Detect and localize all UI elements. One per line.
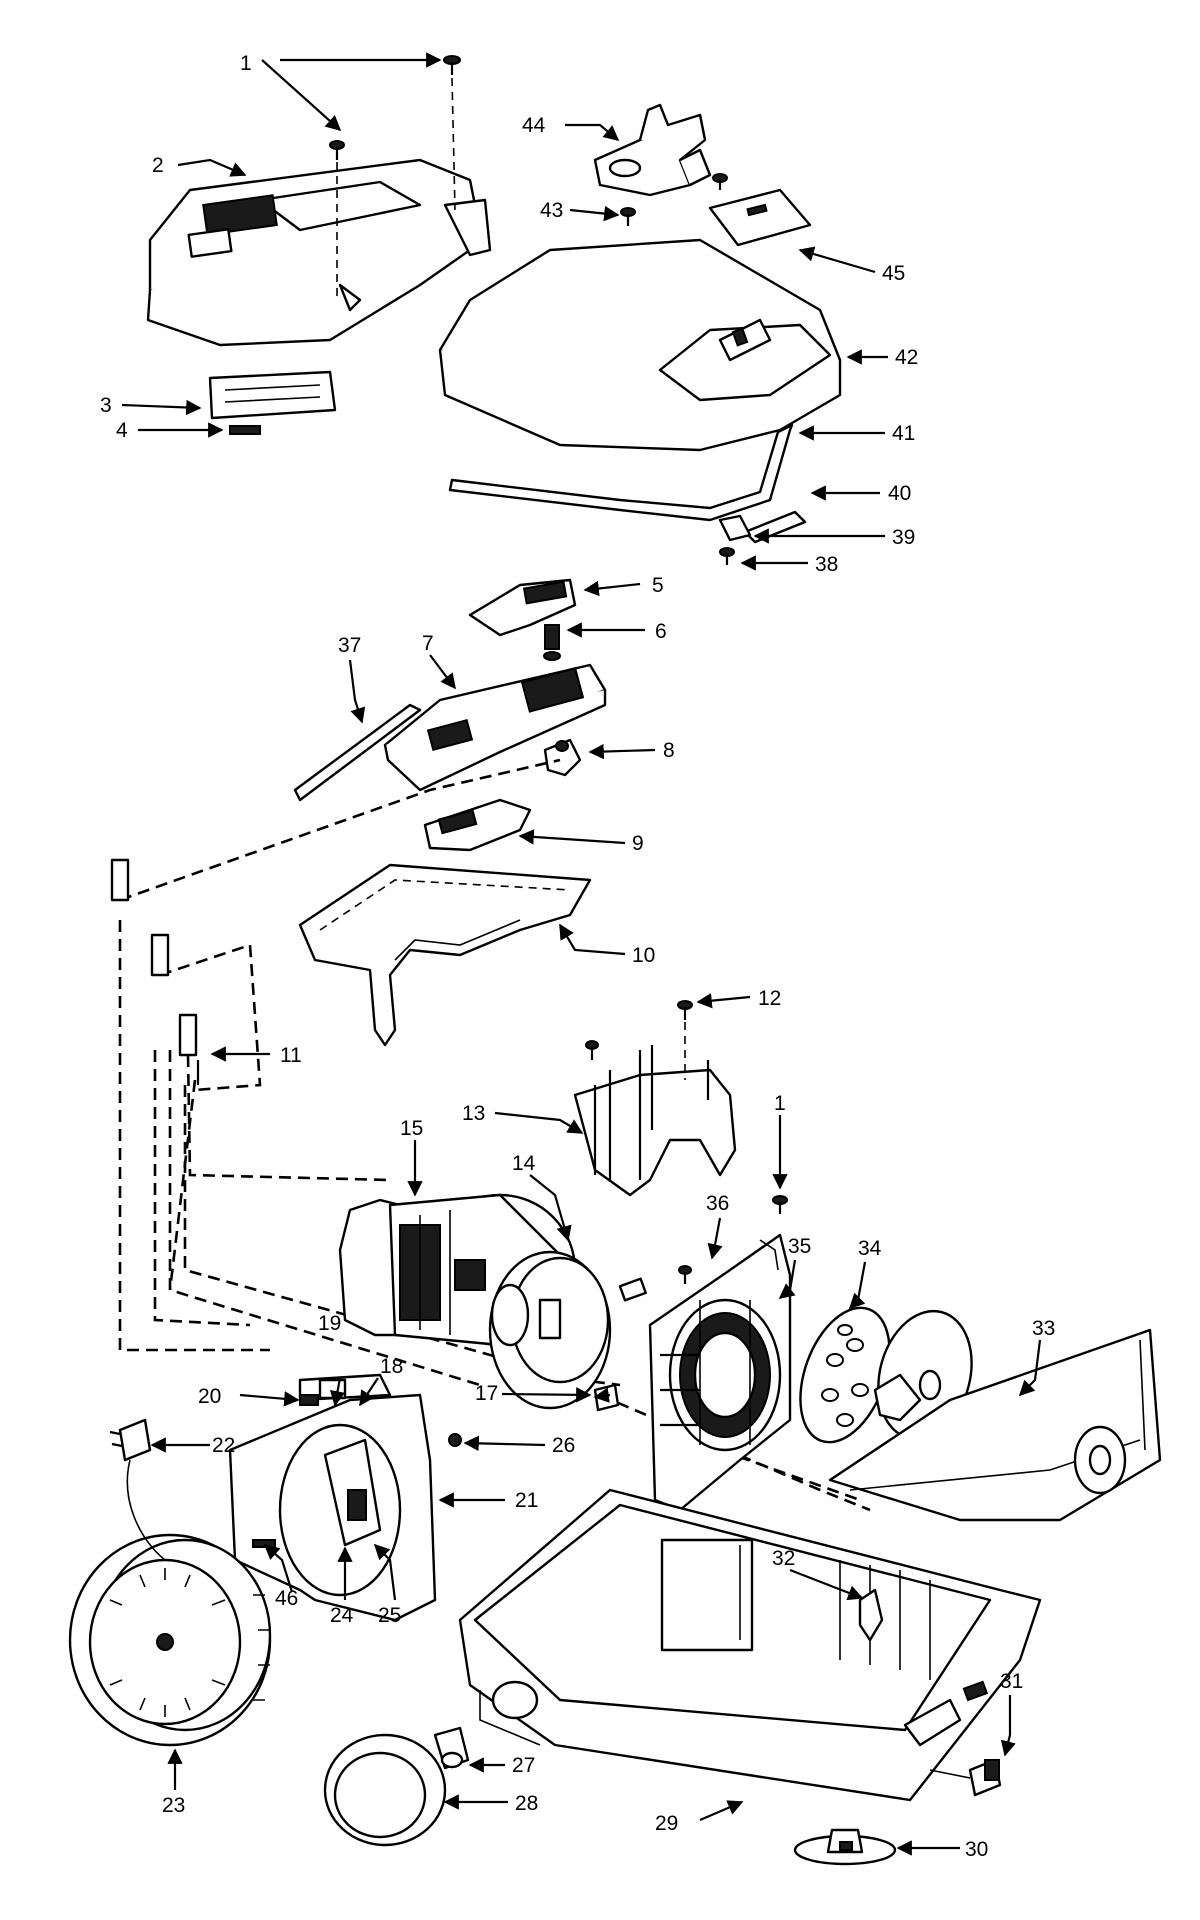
part-41-bumper bbox=[448, 423, 794, 522]
callout-28: 28 bbox=[515, 1792, 538, 1815]
part-7-switch-mount bbox=[383, 663, 607, 792]
part-22-plug bbox=[109, 1418, 166, 1561]
callout-24: 24 bbox=[330, 1604, 354, 1627]
callout-7: 7 bbox=[422, 632, 434, 655]
callout-41: 41 bbox=[892, 422, 915, 445]
part-28-rear-wheel bbox=[323, 1733, 447, 1847]
part-42-main-hood bbox=[438, 238, 842, 452]
part-33-dust-bag bbox=[828, 1328, 1162, 1522]
part-20-terminal bbox=[299, 1394, 319, 1406]
part-30-caster bbox=[793, 1828, 897, 1866]
callout-9: 9 bbox=[632, 832, 644, 855]
part-46-strip bbox=[252, 1539, 276, 1548]
leader-lines-extra bbox=[196, 1060, 788, 1190]
callout-1-lower: 1 bbox=[774, 1092, 786, 1115]
callout-20: 20 bbox=[198, 1385, 221, 1408]
part-5-switch-button bbox=[468, 578, 577, 637]
callout-labels: 1 2 3 4 5 6 7 8 9 10 11 12 13 14 15 17 1… bbox=[100, 52, 1055, 1861]
part-32-latch bbox=[858, 1588, 884, 1642]
callout-12: 12 bbox=[758, 987, 781, 1010]
part-3-switch-plate bbox=[208, 370, 337, 420]
callout-32: 32 bbox=[772, 1547, 795, 1570]
screw-icon bbox=[620, 173, 728, 226]
callout-37: 37 bbox=[338, 634, 361, 657]
callout-44: 44 bbox=[522, 114, 546, 137]
callout-26: 26 bbox=[552, 1434, 575, 1457]
part-34-filter bbox=[799, 1306, 891, 1444]
part-35-fan-shroud bbox=[648, 1233, 792, 1512]
part-10-duct-cover bbox=[298, 863, 592, 1047]
part-19-terminal bbox=[318, 1378, 347, 1400]
part-39-clip bbox=[718, 514, 752, 542]
part-15-motor bbox=[338, 1193, 577, 1347]
callout-42: 42 bbox=[895, 346, 918, 369]
screw-icon bbox=[448, 1433, 462, 1447]
callout-18: 18 bbox=[380, 1355, 403, 1378]
part-6-spring bbox=[543, 624, 561, 661]
callout-2: 2 bbox=[152, 154, 164, 177]
part-9-switch-bracket bbox=[423, 798, 532, 852]
callout-22: 22 bbox=[212, 1434, 235, 1457]
callout-46: 46 bbox=[275, 1587, 298, 1610]
callout-39: 39 bbox=[892, 526, 915, 549]
part-13-motor-support bbox=[573, 1045, 737, 1197]
callout-5: 5 bbox=[652, 574, 664, 597]
callout-25: 25 bbox=[378, 1604, 401, 1627]
callout-21: 21 bbox=[515, 1489, 538, 1512]
callout-13: 13 bbox=[462, 1102, 485, 1125]
wire-connector-icon bbox=[110, 858, 198, 1057]
part-4-clip bbox=[229, 425, 261, 435]
part-8-switch bbox=[543, 738, 582, 777]
callout-45: 45 bbox=[882, 262, 905, 285]
callout-14: 14 bbox=[512, 1152, 536, 1175]
callout-19: 19 bbox=[318, 1312, 341, 1335]
callout-3: 3 bbox=[100, 394, 112, 417]
callout-36: 36 bbox=[706, 1192, 729, 1215]
part-2-handle-hood bbox=[146, 158, 492, 347]
callout-23: 23 bbox=[162, 1794, 185, 1817]
part-40-latch bbox=[743, 510, 807, 544]
callout-33: 33 bbox=[1032, 1317, 1055, 1340]
leader-lines bbox=[121, 52, 1042, 1856]
callout-29: 29 bbox=[655, 1812, 678, 1835]
callout-15: 15 bbox=[400, 1117, 423, 1140]
callout-31: 31 bbox=[1000, 1670, 1023, 1693]
callout-10: 10 bbox=[632, 944, 655, 967]
callout-17: 17 bbox=[475, 1382, 498, 1405]
callout-11: 11 bbox=[280, 1044, 302, 1067]
callout-4: 4 bbox=[116, 419, 128, 442]
screw-icon bbox=[719, 547, 735, 565]
part-14-fan-housing bbox=[488, 1250, 612, 1410]
callout-30: 30 bbox=[965, 1838, 988, 1861]
callout-8: 8 bbox=[663, 739, 675, 762]
callout-34: 34 bbox=[858, 1237, 882, 1260]
part-29-base-housing bbox=[458, 1488, 1042, 1802]
callout-27: 27 bbox=[512, 1754, 535, 1777]
screw-icon bbox=[678, 1195, 788, 1284]
callout-38: 38 bbox=[815, 553, 838, 576]
screw-icon bbox=[585, 1000, 693, 1080]
part-grommet-icon bbox=[618, 1277, 647, 1302]
part-21-cord-reel-housing bbox=[228, 1393, 437, 1622]
part-27-axle-bracket bbox=[433, 1726, 470, 1770]
callout-40: 40 bbox=[888, 482, 911, 505]
part-37-gasket-strip bbox=[293, 703, 422, 802]
part-44-handle-bracket bbox=[593, 103, 712, 197]
callout-1: 1 bbox=[240, 52, 252, 75]
callout-43: 43 bbox=[540, 199, 563, 222]
part-23-cord-reel bbox=[68, 1533, 272, 1747]
callout-35: 35 bbox=[788, 1235, 811, 1258]
screw-icon bbox=[329, 55, 461, 300]
callout-6: 6 bbox=[655, 620, 667, 643]
part-31-cord-hook bbox=[929, 1758, 1002, 1797]
part-45-label-plate bbox=[708, 188, 812, 247]
